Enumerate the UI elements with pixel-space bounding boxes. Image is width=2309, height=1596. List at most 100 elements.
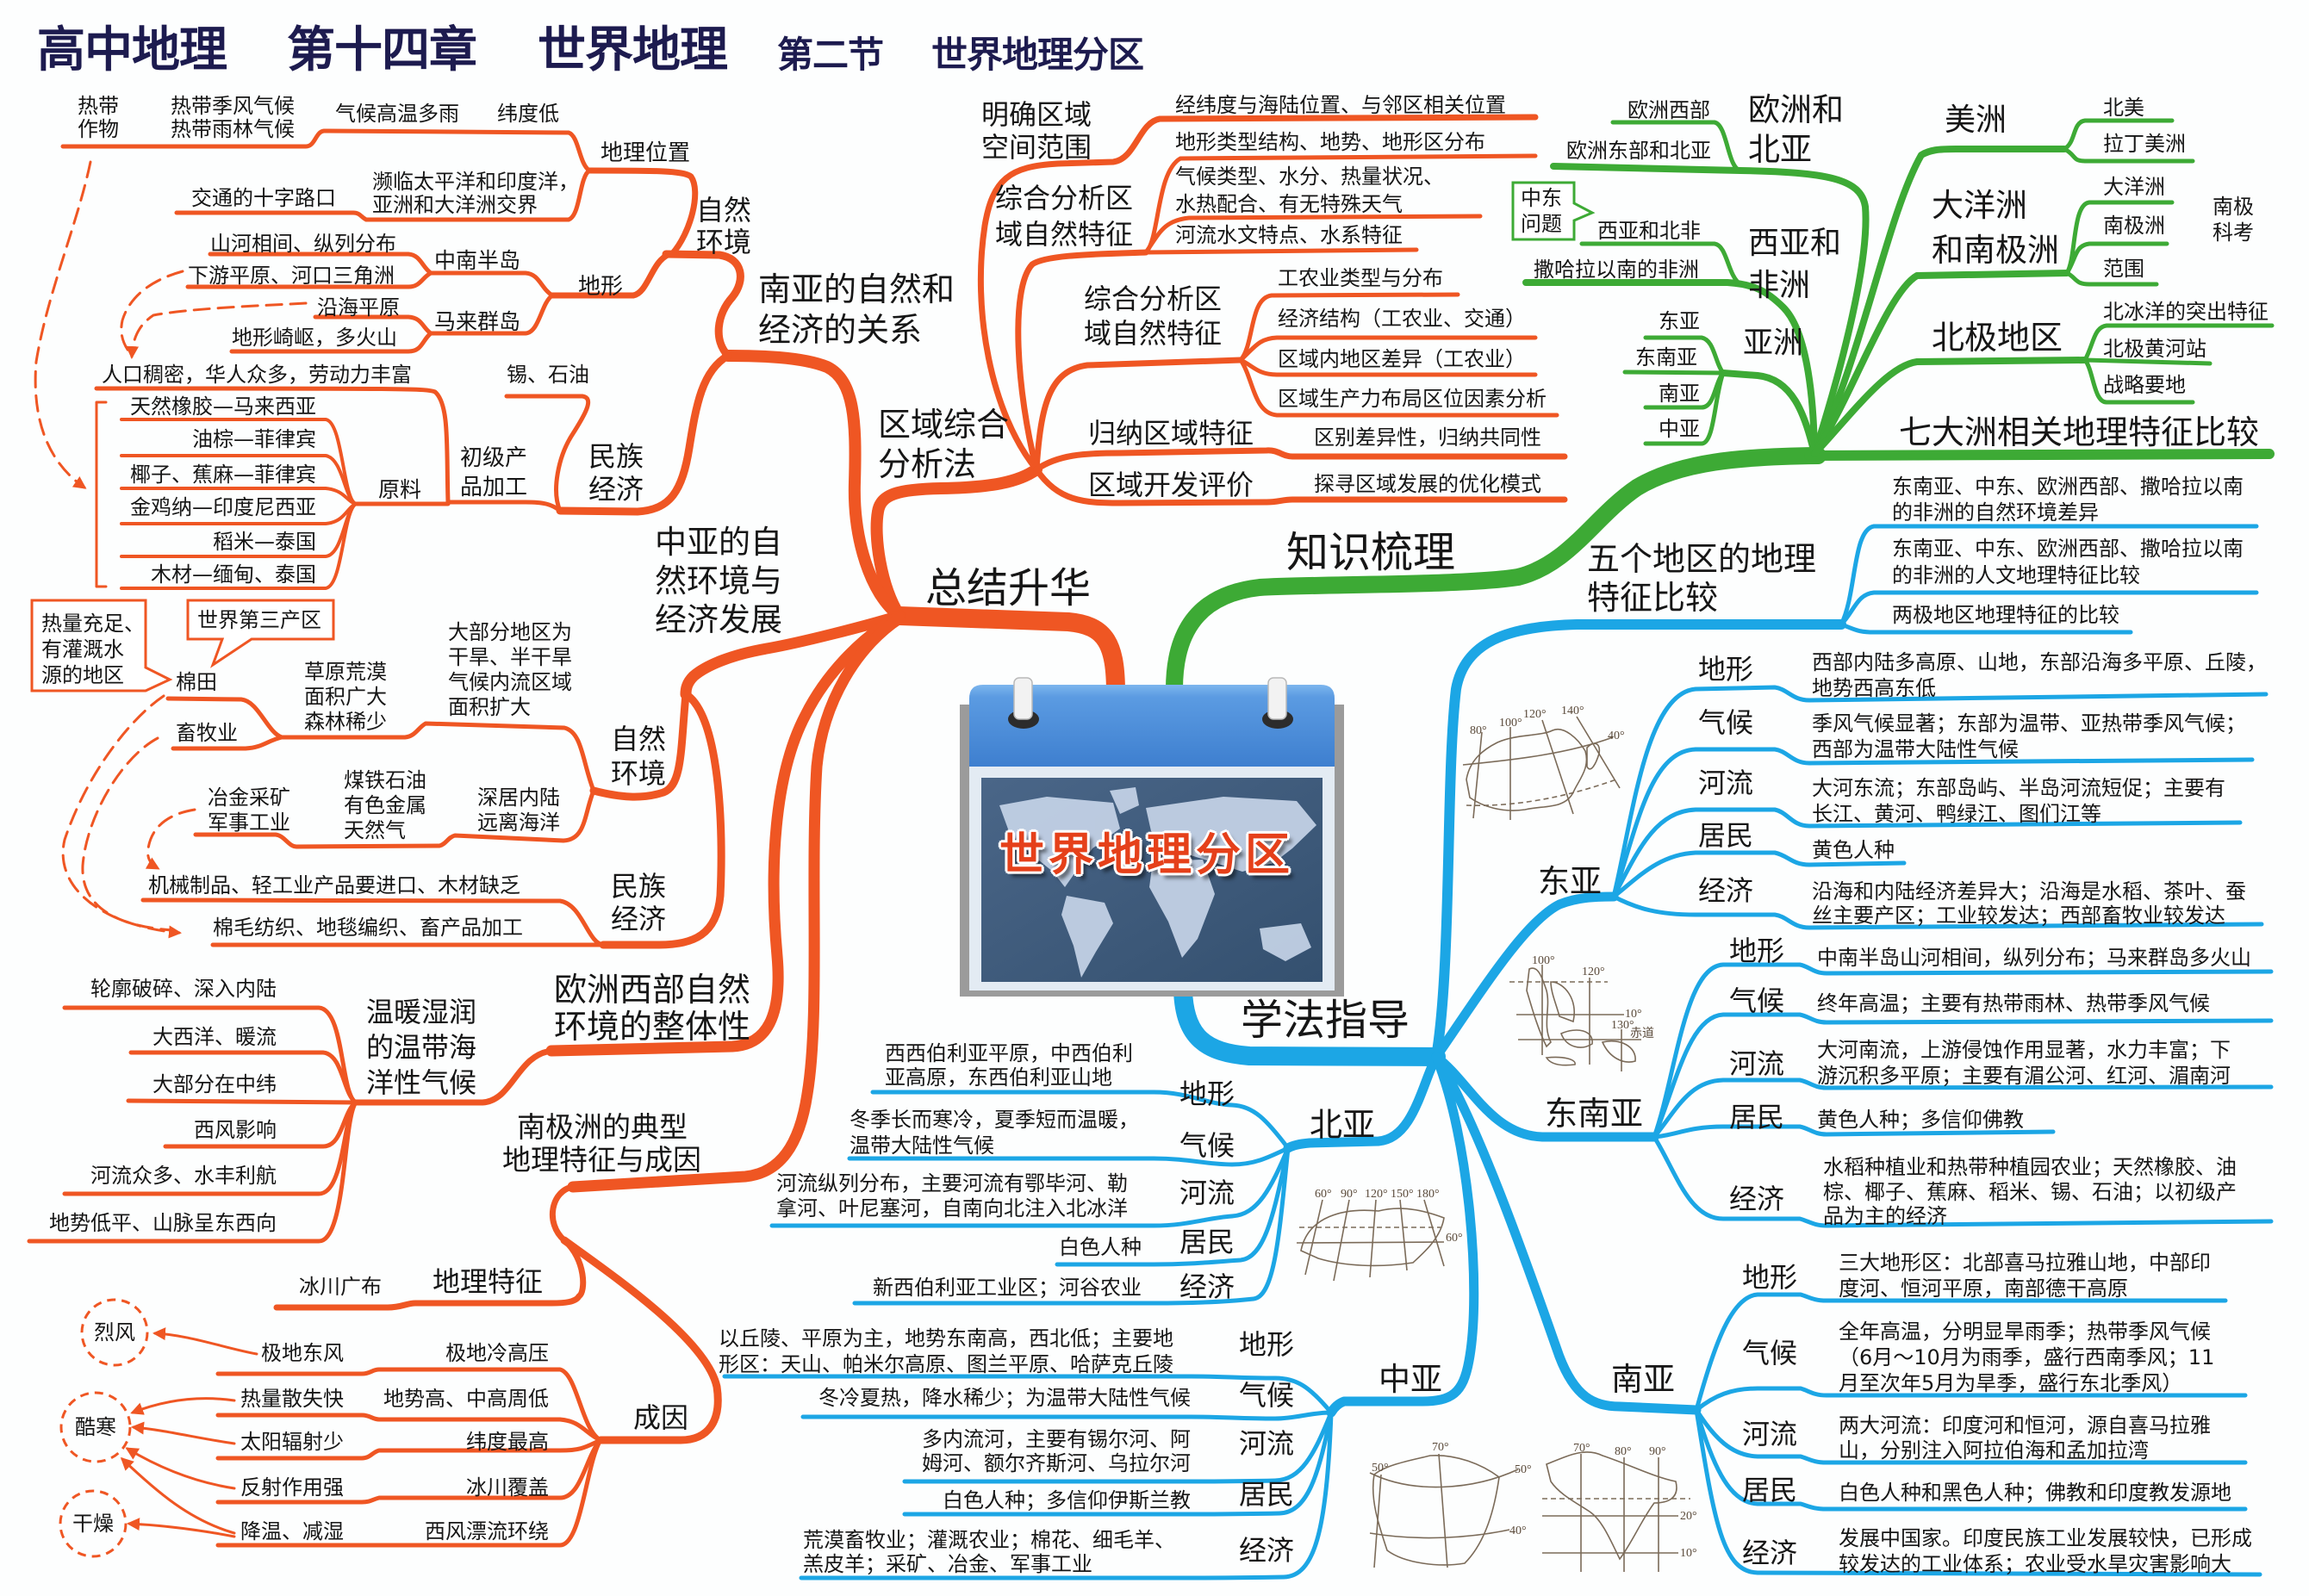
value-line: 地势西高东低 [1812, 676, 1936, 700]
human-leaf: 区域生产力布局区位因素分析 [1278, 387, 1547, 411]
raw-material-leaf: 稻米—泰国 [213, 530, 316, 554]
cause-leaf: 地势高、中高周低 [383, 1387, 549, 1411]
leaf-line: 气候内流区域 [448, 670, 572, 694]
row-value: 白色人种和黑色人种；佛教和印度教发源地 [1839, 1481, 2231, 1505]
human-leaf: 区域内地区差异（工农业） [1278, 347, 1526, 371]
map-lon-label: 140° [1561, 705, 1584, 717]
center-topic-label: 世界地理分区 [999, 829, 1295, 881]
node-line: 明确区域 [981, 98, 1092, 131]
indochina-leaf: 下游平原、河口三角洲 [188, 264, 395, 288]
leaf-line: 亚洲和大洋洲交界 [372, 193, 538, 217]
polar-comparison-leaf: 两极地区地理特征的比较 [1892, 603, 2119, 627]
tropical-crops-leaf: 热带 作物 [78, 95, 119, 141]
row-value: 白色人种 [1059, 1235, 1142, 1259]
row-value: 西西伯利亚平原，中西伯利 亚高原，东西伯利亚山地 [885, 1041, 1133, 1090]
scope-leaf: 经纬度与海陆位置、与邻区相关位置 [1175, 93, 1506, 117]
title-course: 高中地理 [37, 22, 227, 78]
value-line: 水稻种植业和热带种植园农业；天然橡胶、油 [1823, 1155, 2237, 1179]
resources-leaf: 煤铁石油 有色金属 天然气 [344, 768, 426, 843]
callout-conditions: 热量充足、 有灌溉水 源的地区 [41, 611, 145, 688]
row-key: 地形 [1239, 1328, 1295, 1361]
map-sketch-labels: 80° 100° 120° 140° 40° 100° 120° 130° 10… [1315, 705, 1697, 1560]
leaf-line: 作物 [78, 117, 119, 141]
region-leaf: 北冰洋的突出特征 [2103, 300, 2269, 324]
summary-branch-lines [27, 114, 1568, 1548]
leaf-line: 草原荒漠 [304, 660, 387, 684]
human-leaf: 经济结构（工农业、交通） [1278, 307, 1526, 331]
row-key: 居民 [1179, 1226, 1235, 1258]
asia-node: 亚洲 [1743, 326, 1804, 361]
map-lon-label: 120° [1365, 1188, 1388, 1201]
raw-material-leaf: 金鸡纳—印度尼西亚 [130, 495, 316, 519]
callout-rank: 世界第三产区 [197, 608, 321, 632]
climate-factor-leaf: 轮廓破碎、深入内陆 [90, 977, 277, 1001]
map-lon-label: 70° [1573, 1442, 1590, 1455]
calendar-icon [960, 677, 1344, 997]
node-line: 域自然特征 [1084, 317, 1223, 350]
map-lon-label: 90° [1649, 1445, 1666, 1458]
leaf-line: 东南亚、中东、欧洲西部、撒哈拉以南 [1892, 537, 2244, 561]
natural-rivers-leaf: 河流水文特点、水系特征 [1175, 223, 1403, 247]
node-line: 非洲 [1748, 268, 1811, 303]
leaf-line: 气候类型、水分、热量状况、 [1175, 165, 1444, 189]
effect-leaf: 太阳辐射少 [240, 1430, 344, 1454]
map-lon-label: 120° [1523, 708, 1547, 721]
row-key: 居民 [1239, 1478, 1295, 1511]
leaf-line: 煤铁石油 [344, 768, 426, 792]
indochina-leaf: 山河相间、纵列分布 [210, 232, 396, 256]
topic-line: 欧洲西部自然 [554, 971, 751, 1009]
map-lon-label: 130° [1611, 1019, 1634, 1032]
value-line: 季风气候显著；东部为温带、亚热带季风气候； [1812, 711, 2246, 736]
malay-leaf: 沿海平原 [317, 295, 400, 320]
topic-line: 区域综合 [878, 406, 1010, 444]
node-line: 经济 [611, 903, 667, 935]
map-lon-label: 60° [1315, 1188, 1332, 1201]
row-value: 三大地形区：北部喜马拉雅山地，中部印 度河、恒河平原，南部德干高原 [1839, 1250, 2211, 1301]
node-line: 综合分析区 [995, 182, 1134, 214]
textiles-leaf: 棉毛纺织、地毯编织、畜产品加工 [213, 916, 523, 940]
row-value: 终年高温；主要有热带雨林、热带季风气候 [1817, 991, 2210, 1015]
map-lat-label: 20° [1680, 1510, 1697, 1523]
value-line: 大河东流；东部岛屿、半岛河流短促；主要有 [1812, 776, 2225, 800]
node-line: 品加工 [460, 475, 528, 500]
value-line: 荒漠畜牧业；灌溉农业；棉花、细毛羊、 [803, 1528, 1175, 1552]
region-leaf: 范围 [2103, 257, 2144, 281]
method-branch-lines [722, 524, 2274, 1580]
row-key: 居民 [1742, 1474, 1798, 1506]
row-key: 河流 [1729, 1047, 1785, 1080]
middle-east-callout: 中东 问题 [1521, 185, 1562, 237]
node-line: 和南极洲 [1932, 232, 2059, 269]
europe-north-asia-node: 欧洲和 北亚 [1748, 90, 1844, 170]
industry-leaf: 冶金采矿 军事工业 [208, 786, 290, 835]
human-leaf: 工农业类型与分布 [1278, 266, 1443, 290]
dashed-relation-arrows [34, 160, 308, 939]
human-comparison-leaf: 东南亚、中东、欧洲西部、撒哈拉以南 的非洲的人文地理特征比较 [1892, 536, 2244, 589]
callout-shapes [30, 181, 1596, 1558]
west-asia-africa-node: 西亚和 非洲 [1748, 222, 1841, 307]
region-leaf: 欧洲东部和北亚 [1566, 139, 1711, 163]
oceans-leaf: 濒临太平洋和印度洋， 亚洲和大洋洲交界 [372, 171, 579, 217]
climate-factor-leaf: 大部分在中纬 [152, 1072, 277, 1096]
leaf-line: 的非洲的人文地理特征比较 [1892, 563, 2140, 587]
method-branch-label: 学法指导 [1241, 996, 1410, 1045]
value-line: 西西伯利亚平原，中西伯利 [885, 1041, 1133, 1065]
node-line: 环境 [696, 226, 752, 258]
row-key: 居民 [1729, 1101, 1785, 1133]
summary-branch-label: 总结升华 [925, 564, 1092, 612]
value-line: 亚高原，东西伯利亚山地 [885, 1065, 1112, 1090]
southeast-asia-map-sketch [1509, 965, 1641, 1071]
region-leaf: 欧洲西部 [1628, 98, 1710, 122]
west-europe-topic: 欧洲西部自然 环境的整体性 [554, 972, 750, 1046]
node-line: 民族 [588, 440, 644, 473]
node-line: 域自然特征 [995, 218, 1134, 251]
row-value: 黄色人种 [1812, 838, 1895, 862]
evaluate-node: 区域开发评价 [1088, 469, 1254, 501]
callout-line: 中东 [1521, 186, 1562, 210]
node-line: 空间范围 [981, 131, 1092, 164]
ca-natural-environment-node: 自然 环境 [611, 722, 666, 791]
row-value: 冬季长而寒冷，夏季短而温暖， 温带大陆性气候 [850, 1107, 1139, 1158]
inland-leaf: 深居内陆 远离海洋 [477, 786, 560, 835]
regional-analysis-topic: 区域综合 分析法 [878, 405, 1009, 484]
leaf-line: 远离海洋 [477, 810, 560, 835]
